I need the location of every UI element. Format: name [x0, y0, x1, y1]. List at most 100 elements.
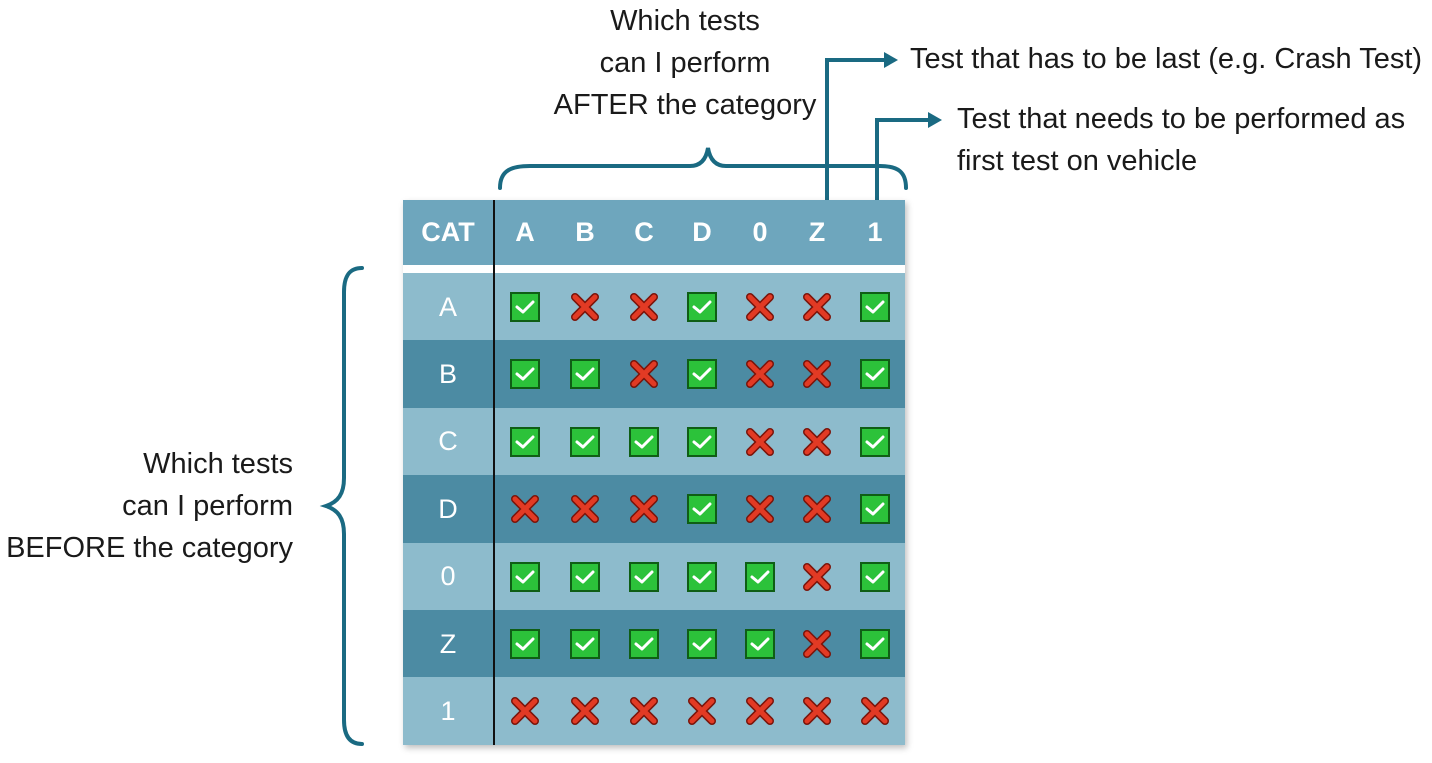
check-icon	[687, 292, 717, 322]
cross-icon	[803, 630, 831, 658]
matrix-row: D	[403, 475, 905, 544]
matrix-cell	[555, 610, 615, 678]
cross-icon	[861, 697, 889, 726]
cross-icon	[571, 293, 599, 321]
matrix-cell	[615, 475, 673, 543]
matrix-cell	[731, 340, 789, 408]
column-header: D	[692, 217, 712, 247]
caption-line: Which tests	[610, 5, 760, 37]
row-label: D	[438, 493, 458, 524]
cross-icon	[803, 495, 831, 524]
cross-icon	[746, 293, 774, 321]
matrix-cell	[845, 475, 905, 543]
matrix-row: 0	[403, 542, 905, 611]
check-icon	[687, 494, 717, 525]
cross-icon	[746, 697, 774, 726]
matrix-cell	[495, 408, 555, 476]
column-header: 1	[867, 217, 883, 247]
matrix-cell	[789, 273, 845, 341]
matrix-cell	[673, 273, 731, 341]
matrix-cell	[555, 340, 615, 408]
check-icon	[860, 359, 890, 390]
matrix-cell	[731, 543, 789, 611]
matrix-cell	[555, 408, 615, 476]
column-header: 0	[752, 217, 768, 247]
header-separator	[403, 265, 905, 273]
caption-line: BEFORE the category	[6, 532, 293, 564]
cross-icon	[803, 562, 831, 591]
caption-line: can I perform	[122, 490, 293, 522]
matrix-cell	[731, 273, 789, 341]
matrix-cell	[845, 677, 905, 745]
check-icon	[860, 494, 890, 525]
cross-icon	[746, 495, 774, 524]
check-icon	[510, 359, 540, 390]
cross-icon	[803, 697, 831, 726]
matrix-row: Z	[403, 610, 905, 678]
check-icon	[860, 292, 890, 322]
matrix-header-row: CAT A B C D 0 Z 1	[403, 200, 905, 265]
matrix-cell	[673, 610, 731, 678]
matrix-cell	[615, 408, 673, 476]
matrix-cell	[673, 340, 731, 408]
matrix-cell	[731, 475, 789, 543]
cross-icon	[746, 360, 774, 389]
check-icon	[570, 359, 600, 390]
left-brace	[319, 266, 364, 746]
check-icon	[510, 426, 540, 457]
check-icon	[860, 426, 890, 457]
caption-line: can I perform	[599, 47, 771, 79]
note-line: first test on vehicle	[957, 145, 1198, 177]
matrix-cell	[555, 543, 615, 611]
matrix-cell	[845, 408, 905, 476]
matrix-cell	[615, 273, 673, 341]
check-icon	[570, 561, 600, 592]
matrix-cell	[845, 543, 905, 611]
cross-icon	[630, 495, 658, 524]
matrix-cell	[845, 610, 905, 678]
matrix-cell	[495, 677, 555, 745]
matrix-cell	[673, 408, 731, 476]
matrix-cell	[789, 677, 845, 745]
check-icon	[687, 359, 717, 390]
matrix-cell	[731, 610, 789, 678]
column-header: Z	[808, 217, 826, 247]
cross-icon	[803, 360, 831, 389]
matrix-cell	[495, 273, 555, 341]
cross-icon	[803, 293, 831, 321]
check-icon	[629, 629, 659, 659]
check-icon	[510, 561, 540, 592]
check-icon	[510, 292, 540, 322]
cross-icon	[571, 495, 599, 524]
matrix-cell	[615, 340, 673, 408]
top-brace	[498, 147, 908, 190]
row-label: 0	[440, 561, 456, 592]
matrix-cell	[789, 610, 845, 678]
last-test-note: Test that has to be last (e.g. Crash Tes…	[910, 43, 1423, 75]
check-icon	[570, 426, 600, 457]
matrix-cell	[555, 273, 615, 341]
column-header: C	[634, 217, 654, 247]
matrix-row: B	[403, 340, 905, 409]
check-icon	[745, 561, 775, 592]
matrix-cell	[555, 677, 615, 745]
matrix-cell	[789, 340, 845, 408]
check-icon	[687, 426, 717, 457]
check-icon	[860, 561, 890, 592]
matrix-cell	[495, 475, 555, 543]
matrix-cell	[615, 610, 673, 678]
caption-line: Which tests	[143, 448, 293, 480]
cross-icon	[746, 427, 774, 456]
note-line: Test that needs to be performed as	[957, 103, 1406, 135]
check-icon	[510, 629, 540, 659]
check-icon	[687, 629, 717, 659]
matrix-cell	[495, 543, 555, 611]
after-category-caption: Which tests can I perform AFTER the cate…	[520, 0, 850, 126]
matrix-cell	[673, 543, 731, 611]
matrix-cell	[495, 610, 555, 678]
cross-icon	[688, 697, 716, 726]
check-icon	[687, 561, 717, 592]
matrix-cell	[673, 677, 731, 745]
